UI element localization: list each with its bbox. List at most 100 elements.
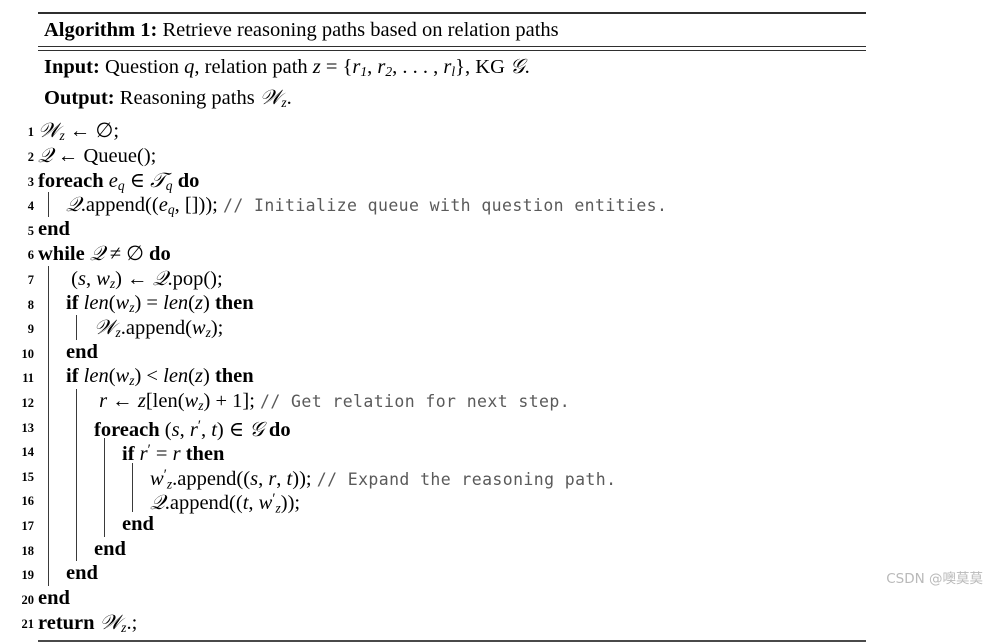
indent-guide	[132, 462, 134, 488]
code-line-3: 3 foreach eq ∈ 𝒯q do	[28, 168, 866, 193]
line-content: 𝒲z ← ∅;	[38, 118, 120, 144]
output-text: Reasoning paths 𝒲z.	[119, 84, 292, 110]
line-content: if r′ = r then	[122, 442, 225, 466]
code-line-13: 13 foreach (s, r′, t) ∈ 𝒢 do	[22, 413, 866, 441]
input-label: Input:	[44, 56, 100, 78]
indent-guide	[104, 511, 106, 537]
indent-guide	[48, 438, 50, 463]
line-content: 𝒬 ← Queue();	[38, 143, 157, 168]
indent-guide	[48, 315, 50, 340]
indent-guide	[76, 536, 78, 562]
line-number: 19	[21, 568, 35, 583]
algorithm-caption-label: Algorithm 1:	[44, 19, 158, 41]
code-line-20: 20 end	[22, 586, 866, 611]
line-number: 12	[21, 396, 35, 410]
line-content: end	[38, 217, 70, 240]
indent-guide	[132, 487, 134, 512]
line-content: 𝒬.append((t, w′z));	[150, 490, 301, 516]
watermark: CSDN @噢莫莫	[886, 571, 983, 587]
line-number: 4	[27, 199, 34, 214]
indent-guide	[48, 389, 50, 414]
indent-guide	[76, 389, 78, 414]
line-number: 11	[22, 371, 34, 386]
indent-guide	[48, 339, 50, 365]
line-content: (s, wz) ← 𝒬.pop();	[66, 266, 223, 292]
line-number: 6	[27, 248, 34, 263]
code-line-19: 19 end	[22, 561, 866, 586]
indent-guide	[48, 413, 50, 439]
output-label: Output:	[44, 86, 115, 109]
top-rule	[38, 12, 866, 14]
line-content: while 𝒬 ≠ ∅ do	[38, 241, 171, 266]
code-line-6: 6 while 𝒬 ≠ ∅ do	[28, 241, 866, 266]
line-number: 20	[21, 592, 35, 607]
line-number: 1	[27, 125, 34, 140]
line-number: 3	[27, 174, 34, 189]
line-number: 7	[27, 273, 34, 288]
code-line-17: 17 end	[22, 511, 866, 537]
indent-guide	[104, 487, 106, 512]
indent-guide	[48, 511, 50, 537]
line-content: end	[38, 586, 70, 609]
line-number: 8	[27, 297, 34, 312]
line-number: 14	[21, 445, 35, 460]
algorithm-caption: Algorithm 1: Retrieve reasoning paths ba…	[38, 14, 866, 45]
code-line-7: 7 (s, wz) ← 𝒬.pop();	[28, 266, 866, 291]
indent-guide	[48, 536, 50, 562]
line-number: 13	[21, 420, 35, 435]
line-content: if len(wz) = len(z) then	[66, 291, 254, 315]
line-content: end	[66, 340, 98, 363]
code-line-10: 10 end	[22, 339, 866, 365]
code-line-15: 15 w′z.append((s, r, t)); // Expand the …	[22, 462, 866, 491]
indent-guide	[48, 364, 50, 389]
indent-guide	[76, 438, 78, 463]
line-content: r ← z[len(wz) + 1]; // Get relation for …	[99, 390, 571, 414]
indent-guide	[48, 192, 50, 217]
line-number: 17	[21, 518, 35, 533]
code-lines: 1 𝒲z ← ∅; 2 𝒬 ← Queue(); 3 foreach eq ∈ …	[22, 118, 866, 635]
line-content: 𝒲z.append(wz);	[94, 315, 224, 341]
line-number: 2	[27, 150, 34, 165]
line-number: 15	[21, 469, 35, 484]
code-line-12: 12 r ← z[len(wz) + 1]; // Get relation f…	[22, 389, 866, 414]
line-content: w′z.append((s, r, t)); // Expand the rea…	[150, 466, 617, 492]
code-line-14: 14 if r′ = r then	[22, 438, 866, 465]
indent-guide	[76, 413, 78, 439]
code-line-9: 9 𝒲z.append(wz);	[28, 315, 866, 340]
inline-comment: // Initialize queue with question entiti…	[222, 196, 668, 216]
code-line-4: 4 𝒬.append((eq, [])); // Initialize queu…	[28, 192, 866, 217]
line-content: if len(wz) < len(z) then	[66, 365, 254, 389]
code-line-5: 5 end	[28, 217, 866, 242]
input-text: Question q, relation path z = {r1, r2, .…	[104, 54, 530, 80]
inline-comment: // Get relation for next step.	[260, 392, 571, 411]
line-number: 16	[21, 494, 35, 509]
line-content: end	[94, 537, 126, 560]
algorithm-caption-title: Retrieve reasoning paths based on relati…	[162, 19, 559, 41]
code-line-1: 1 𝒲z ← ∅;	[28, 118, 866, 143]
indent-guide	[76, 462, 78, 488]
line-number: 5	[27, 223, 34, 238]
inline-comment: // Expand the reasoning path.	[316, 469, 617, 489]
code-line-21: 21 return 𝒲z.;	[22, 610, 866, 635]
indent-guide	[76, 487, 78, 512]
line-number: 10	[21, 346, 35, 361]
line-content: foreach eq ∈ 𝒯q do	[38, 167, 200, 193]
line-content: end	[122, 512, 154, 535]
indent-guide	[104, 438, 106, 463]
code-line-2: 2 𝒬 ← Queue();	[28, 143, 866, 168]
caption-double-rule	[38, 46, 866, 51]
line-content: return 𝒲z.;	[38, 610, 138, 636]
io-block: Input: Question q, relation path z = {r1…	[38, 51, 866, 115]
indent-guide	[48, 290, 50, 316]
line-content: 𝒬.append((eq, [])); // Initialize queue …	[66, 192, 668, 218]
line-number: 21	[21, 617, 35, 632]
indent-guide	[104, 462, 106, 488]
line-number: 9	[27, 322, 34, 337]
algorithm-box: Algorithm 1: Retrieve reasoning paths ba…	[22, 12, 866, 642]
code-line-16: 16 𝒬.append((t, w′z));	[22, 487, 866, 516]
indent-guide	[48, 561, 50, 586]
line-content: foreach (s, r′, t) ∈ 𝒢 do	[94, 416, 291, 441]
output-line: Output: Reasoning paths 𝒲z.	[44, 85, 866, 116]
indent-guide	[48, 462, 50, 488]
indent-guide	[76, 511, 78, 537]
